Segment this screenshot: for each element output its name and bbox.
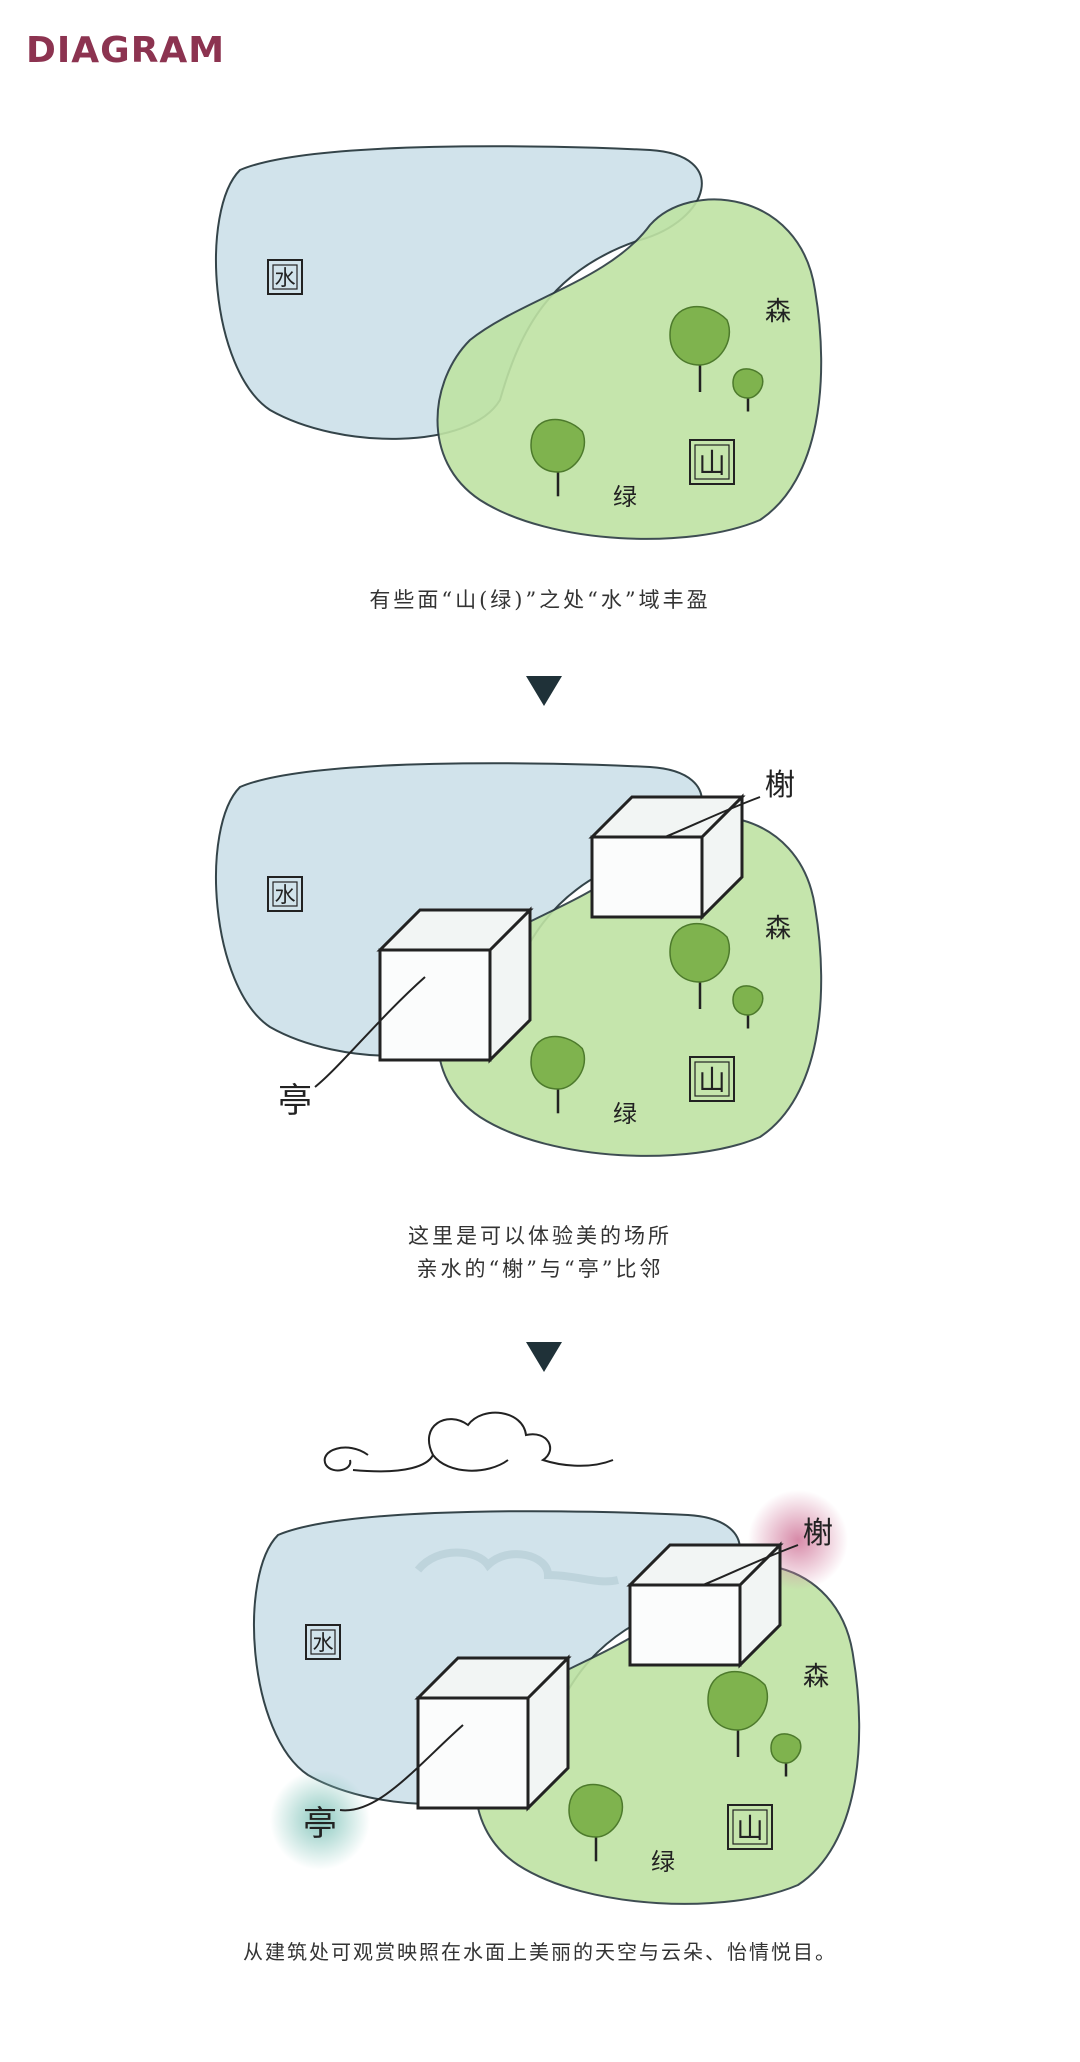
water-sign-label: 水 (312, 1630, 333, 1655)
waterside-pavilion-building (628, 1583, 742, 1667)
forest-label: 森 (765, 914, 791, 944)
pavilion-leader-line (314, 976, 426, 1088)
waterside-pavilion-label: 榭 (803, 1516, 833, 1551)
waterside-pavilion-leader-line (664, 796, 761, 838)
pavilion-label: 亭 (278, 1081, 312, 1121)
green-label: 绿 (613, 483, 637, 511)
caption-step-2-line-1: 这里是可以体验美的场所 (408, 1224, 672, 1248)
forest-tree (669, 305, 731, 366)
diagram-step-3: 水山 森绿 亭 榭 (253, 1411, 861, 1905)
cloud-reflection (414, 1548, 619, 1586)
water-sign-inner (272, 881, 298, 907)
waterside-pavilion-building (590, 835, 704, 919)
mountain-sign-inner (694, 1061, 730, 1097)
waterside-pavilion-label: 榭 (765, 768, 795, 803)
page-title: DIAGRAM (26, 30, 226, 71)
green-label: 绿 (613, 1100, 637, 1128)
mountain-sign-frame (727, 1804, 773, 1850)
forest-label: 森 (803, 1662, 829, 1692)
pavilion-leader-line (339, 1724, 464, 1812)
pavilion-label: 亭 (303, 1804, 337, 1844)
waterside-pavilion-leader-line (702, 1544, 799, 1586)
forest-tree-small (732, 985, 764, 1016)
water-sign-inner (310, 1629, 336, 1655)
mountain-sign-label: 山 (698, 1066, 725, 1097)
down-arrow-icon (526, 1342, 562, 1372)
water-sign-frame (305, 1624, 341, 1660)
water-sign-label: 水 (274, 265, 295, 290)
mountain-sign-inner (694, 444, 730, 480)
mountain-sign-label: 山 (698, 449, 725, 480)
forest-tree (669, 922, 731, 983)
forest-label: 森 (765, 297, 791, 327)
mountain-sign-frame (689, 439, 735, 485)
pavilion-building (416, 1696, 530, 1810)
down-arrow-icon (526, 676, 562, 706)
caption-step-2-line-2: 亲水的“榭”与“亭”比邻 (416, 1257, 664, 1281)
green-tree (568, 1783, 623, 1838)
teal-glow (270, 1770, 370, 1870)
water-sign-frame (267, 259, 303, 295)
diagram-step-1: 水山 森绿 (215, 145, 823, 540)
water-sign-frame (267, 876, 303, 912)
water-sign-label: 水 (274, 882, 295, 907)
mountain-sign-label: 山 (736, 1814, 763, 1845)
green-tree (530, 418, 585, 473)
green-tree (530, 1035, 585, 1090)
caption-step-3: 从建筑处可观赏映照在水面上美丽的天空与云朵、怡情悦目。 (243, 1940, 837, 1964)
forest-tree-small (732, 368, 764, 399)
forest-tree-small (770, 1733, 802, 1764)
caption-step-1: 有些面“山(绿)”之处“水”域丰盈 (369, 588, 711, 612)
mountain-sign-frame (689, 1056, 735, 1102)
cloud-icon (323, 1411, 614, 1473)
mountain-sign-inner (732, 1809, 768, 1845)
diagram-step-2: 水山 森绿 亭 榭 (215, 762, 823, 1157)
pavilion-building (378, 948, 492, 1062)
water-sign-inner (272, 264, 298, 290)
green-label: 绿 (651, 1848, 675, 1876)
forest-tree (707, 1670, 769, 1731)
